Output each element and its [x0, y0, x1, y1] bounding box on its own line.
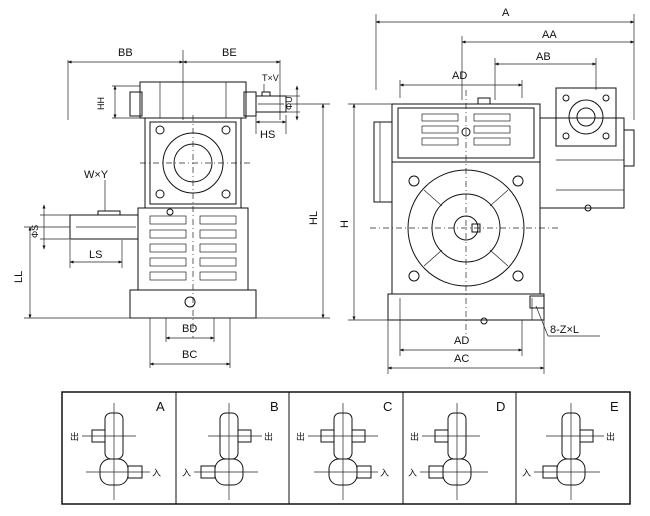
panel-e-letter: E: [610, 399, 619, 414]
panel-b-letter: B: [270, 399, 279, 414]
dim-ll: LL: [13, 271, 25, 283]
mounting-panels: [61, 391, 631, 505]
panel-e: E 入 出: [522, 399, 619, 500]
dim-a: A: [502, 7, 510, 19]
dim-aa: AA: [542, 29, 557, 41]
panel-a-right-mark: 入: [152, 468, 161, 478]
panel-d-left-mark: 出: [410, 431, 419, 442]
panel-b-right-mark: 出: [264, 431, 273, 442]
panel-e-right-mark: 出: [606, 431, 615, 442]
front-view: A AA AB AD: [339, 7, 635, 374]
panel-c: C 出 入: [296, 399, 392, 500]
panel-c-letter: C: [383, 399, 392, 414]
dim-phi-u: ΦU: [284, 96, 294, 110]
panel-e-left-mark: 入: [522, 468, 531, 478]
dim-ab: AB: [536, 51, 551, 63]
dim-ac: AC: [454, 353, 469, 365]
panel-a-left-mark: 出: [70, 431, 79, 442]
dim-hh: HH: [96, 97, 106, 110]
dim-wxy: W×Y: [84, 169, 109, 181]
panel-b-left-mark: 入: [182, 468, 191, 478]
dim-bd: BD: [182, 323, 197, 335]
dim-ad-bottom: AD: [454, 335, 469, 347]
dim-be: BE: [222, 47, 237, 59]
dim-bb: BB: [118, 47, 133, 59]
dim-txv: T×V: [262, 73, 279, 83]
dim-phi-s: ΦS: [30, 225, 40, 238]
side-view: BB BE T×V HH ΦU HS: [13, 47, 330, 368]
panel-c-right-mark: 入: [380, 468, 389, 478]
dim-hl: HL: [308, 211, 320, 225]
dim-bc: BC: [182, 349, 197, 361]
dim-hs: HS: [260, 129, 275, 141]
dim-ls: LS: [89, 249, 102, 261]
panel-b: B 入 出: [182, 399, 279, 500]
panel-a: A 出 入: [70, 399, 165, 500]
dim-zxl: 8-Z×L: [550, 324, 579, 336]
panel-d-letter: D: [496, 399, 505, 414]
panel-a-letter: A: [156, 399, 165, 414]
panel-c-left-mark: 出: [296, 431, 305, 442]
panel-d: D 出 入: [408, 399, 505, 500]
dim-ad-top: AD: [452, 70, 467, 82]
dim-h: H: [339, 220, 351, 228]
panel-d-right-mark: 入: [408, 468, 417, 478]
